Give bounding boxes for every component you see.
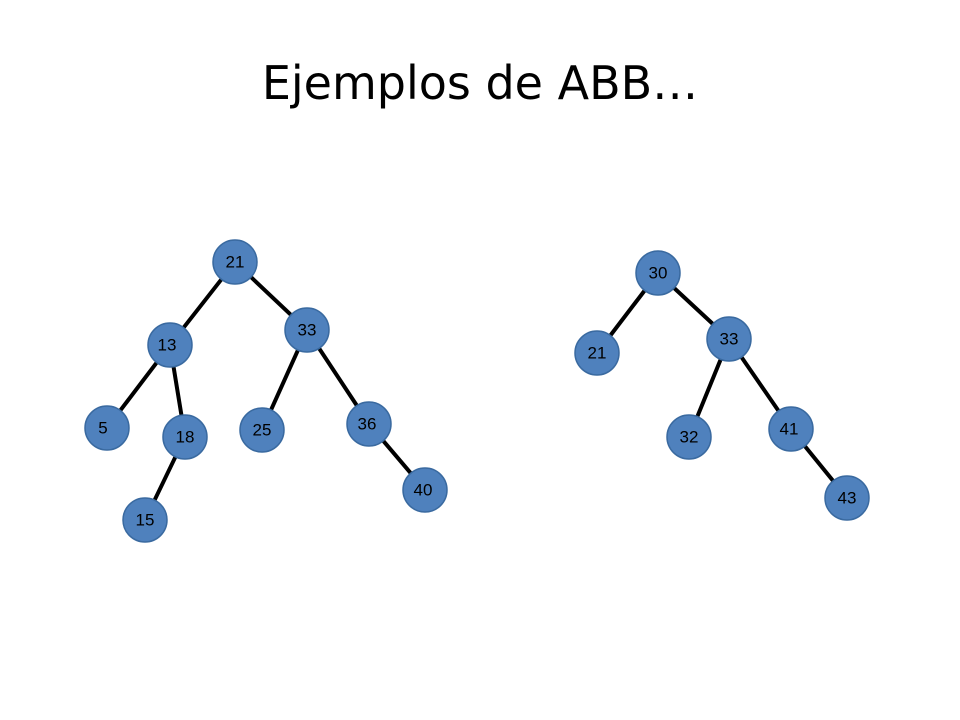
node-label: 36 [358, 415, 377, 434]
tree-node: 21 [212, 239, 258, 285]
node-circle [346, 401, 392, 447]
tree-edge [248, 275, 294, 317]
tree-node: 32 [666, 414, 712, 460]
node-circle [284, 307, 330, 353]
node-label: 40 [414, 481, 433, 500]
tree-edge [152, 454, 178, 503]
tree-edge [381, 438, 413, 476]
node-circle [706, 316, 752, 362]
tree-edge [739, 355, 781, 413]
node-label: 5 [98, 419, 107, 438]
tree-node: 21 [574, 330, 620, 376]
node-label: 25 [253, 421, 272, 440]
node-circle [147, 322, 193, 368]
tree-node: 25 [239, 407, 285, 453]
node-label: 32 [680, 428, 699, 447]
node-label: 13 [158, 336, 177, 355]
tree-node: 33 [706, 316, 752, 362]
node-label: 30 [649, 264, 668, 283]
node-circle [84, 405, 130, 451]
node-circle [212, 239, 258, 285]
tree-node: 40 [402, 467, 448, 513]
tree-edge [317, 346, 359, 408]
tree-node: 33 [284, 307, 330, 353]
tree-edge [802, 444, 836, 483]
node-label: 18 [176, 428, 195, 447]
node-circle [122, 497, 168, 543]
node-label: 33 [298, 321, 317, 340]
node-circle [239, 407, 285, 453]
tree-edge [269, 348, 300, 412]
tree-node: 36 [346, 401, 392, 447]
tree-node: 43 [824, 475, 870, 521]
node-circle [162, 414, 208, 460]
tree-node: 18 [162, 414, 208, 460]
node-circle [402, 467, 448, 513]
node-circle [635, 250, 681, 296]
nodes-layer: 21 13 33 5 18 25 36 15 40 30 21 33 32 41 43 [84, 239, 870, 543]
tree-edge [181, 277, 224, 330]
tree-node: 5 [84, 405, 130, 451]
node-label: 33 [720, 330, 739, 349]
node-circle [768, 406, 814, 452]
tree-edge [672, 285, 715, 327]
edges-layer [118, 275, 836, 503]
tree-edge [608, 288, 647, 338]
tree-edge [695, 357, 723, 419]
tree-edge [118, 360, 159, 413]
slide-title: Ejemplos de ABB… [261, 56, 699, 110]
node-label: 15 [136, 511, 155, 530]
node-label: 41 [780, 420, 799, 439]
tree-node: 30 [635, 250, 681, 296]
tree-node: 13 [147, 322, 193, 368]
tree-node: 15 [122, 497, 168, 543]
node-circle [824, 475, 870, 521]
node-label: 21 [588, 344, 607, 363]
node-circle [666, 414, 712, 460]
tree-node: 41 [768, 406, 814, 452]
node-circle [574, 330, 620, 376]
node-label: 43 [838, 489, 857, 508]
tree-edge [171, 364, 184, 418]
node-label: 21 [226, 253, 245, 272]
